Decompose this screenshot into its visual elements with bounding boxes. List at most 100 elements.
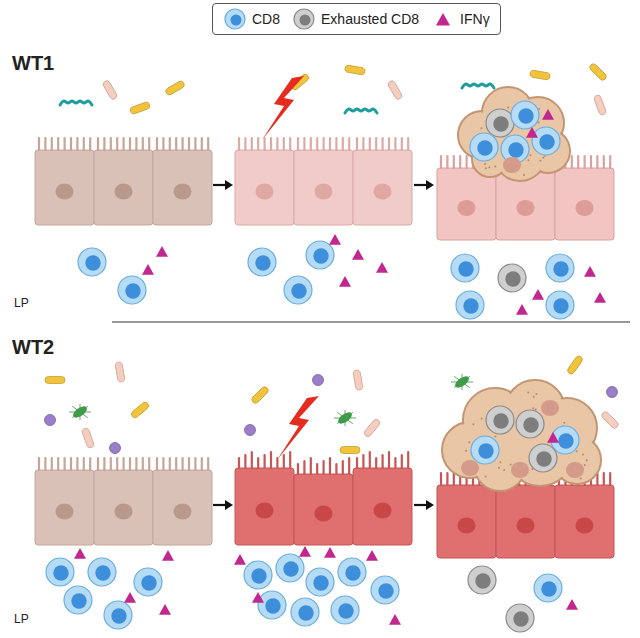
cd8-cell xyxy=(276,554,304,582)
flagellated-bacterium xyxy=(69,404,91,420)
bacterium-rod xyxy=(363,418,381,438)
bacterium-coccus xyxy=(45,415,56,426)
bacterium-rod xyxy=(588,62,607,81)
bacterium-rod xyxy=(345,65,366,75)
cd8-cell xyxy=(88,558,116,586)
epithelium xyxy=(35,458,212,545)
cd8-cell xyxy=(134,568,162,596)
panel-divider xyxy=(112,321,630,322)
bacterium-rod xyxy=(102,80,118,101)
injury-bolt xyxy=(262,76,304,140)
ifng-triangle xyxy=(516,304,528,315)
flagellated-bacterium xyxy=(334,410,356,426)
exhausted-cd8-cell xyxy=(506,604,534,632)
cd8-cell xyxy=(306,568,334,596)
ifng-triangle xyxy=(566,599,578,610)
cd8-cell xyxy=(331,596,359,624)
legend-text: Exhausted CD8 xyxy=(321,11,419,27)
bacterium-rod xyxy=(130,401,150,419)
region-label: LP xyxy=(14,612,29,626)
epithelium xyxy=(437,473,614,558)
cd8-cell xyxy=(532,127,560,155)
cd8-cell xyxy=(118,276,146,304)
ifng-triangle xyxy=(159,604,171,615)
legend-icon xyxy=(223,7,247,31)
bacterium-coccus xyxy=(313,375,324,386)
bacterium-spiral xyxy=(60,101,92,105)
bacterium-spiral xyxy=(345,109,377,113)
bacterium-coccus xyxy=(245,425,256,436)
ifng-triangle xyxy=(526,127,538,138)
legend-icon xyxy=(431,7,455,31)
cd8-cell xyxy=(291,598,319,626)
bacterium-coccus xyxy=(110,443,121,454)
cd8-cell xyxy=(244,561,272,589)
ifng-triangle xyxy=(74,548,86,559)
flagellated-bacterium xyxy=(451,374,473,390)
epithelium xyxy=(235,138,412,225)
ifng-triangle xyxy=(376,262,388,273)
bacterium-rod xyxy=(81,427,94,448)
bacterium-rod xyxy=(353,370,363,391)
cd8-cell xyxy=(546,291,574,319)
ifng-triangle xyxy=(324,547,336,558)
ifng-triangle xyxy=(389,614,401,625)
bacterium-rod xyxy=(45,377,65,384)
cd8-cell xyxy=(64,586,92,614)
cd8-cell xyxy=(225,9,245,29)
ifng-triangle xyxy=(124,592,136,603)
panel-label: WT2 xyxy=(12,336,54,359)
legend-text: CD8 xyxy=(252,11,280,27)
cd8-cell xyxy=(471,436,499,464)
ifng-triangle xyxy=(339,276,351,287)
ifng-triangle xyxy=(162,550,174,561)
bacterium-rod xyxy=(600,410,619,429)
cd8-cell xyxy=(46,558,74,586)
panel-label: WT1 xyxy=(12,52,54,75)
epithelium xyxy=(235,452,412,545)
ifng-triangle xyxy=(352,249,364,260)
ifng-triangle xyxy=(366,550,378,561)
region-label: LP xyxy=(14,296,29,310)
stage-arrow xyxy=(213,180,233,190)
cd8-cell xyxy=(546,254,574,282)
cd8-cell xyxy=(511,101,539,129)
cd8-cell xyxy=(371,576,399,604)
ifng-triangle xyxy=(156,246,168,257)
stage-arrow xyxy=(414,180,434,190)
bacterium-spiral xyxy=(462,84,494,88)
cd8-cell xyxy=(534,574,562,602)
legend-item: CD8 xyxy=(223,7,280,31)
exhausted-cd8-cell xyxy=(468,566,496,594)
ifng-triangle xyxy=(532,289,544,300)
exhausted-cd8-cell xyxy=(486,406,514,434)
ifng-triangle xyxy=(234,554,246,565)
bacterium-rod xyxy=(165,80,186,96)
exhausted-cd8-cell xyxy=(516,410,544,438)
legend-icon xyxy=(292,7,316,31)
bacterium-rod xyxy=(530,70,551,80)
exhausted-cd8-cell xyxy=(498,264,526,292)
bacterium-rod xyxy=(115,362,125,383)
cd8-cell xyxy=(78,248,106,276)
epithelium xyxy=(35,138,212,225)
legend-text: IFNγ xyxy=(460,11,490,27)
ifng-triangle xyxy=(547,432,559,443)
legend-item: IFNγ xyxy=(431,7,490,31)
ifng-triangle xyxy=(329,234,341,245)
exhausted-cd8-cell xyxy=(529,444,557,472)
ifng-triangle xyxy=(436,13,450,26)
bacterium-rod xyxy=(566,355,583,375)
tumor xyxy=(458,87,570,181)
bacterium-rod xyxy=(387,80,403,101)
cd8-cell xyxy=(284,276,312,304)
bacterium-rod xyxy=(340,447,360,454)
cd8-cell xyxy=(306,241,334,269)
stage-arrow xyxy=(213,500,233,510)
cd8-cell xyxy=(470,133,498,161)
cd8-cell xyxy=(248,248,276,276)
cd8-cell xyxy=(456,291,484,319)
bacterium-rod xyxy=(129,101,150,114)
stage-arrow xyxy=(414,500,434,510)
